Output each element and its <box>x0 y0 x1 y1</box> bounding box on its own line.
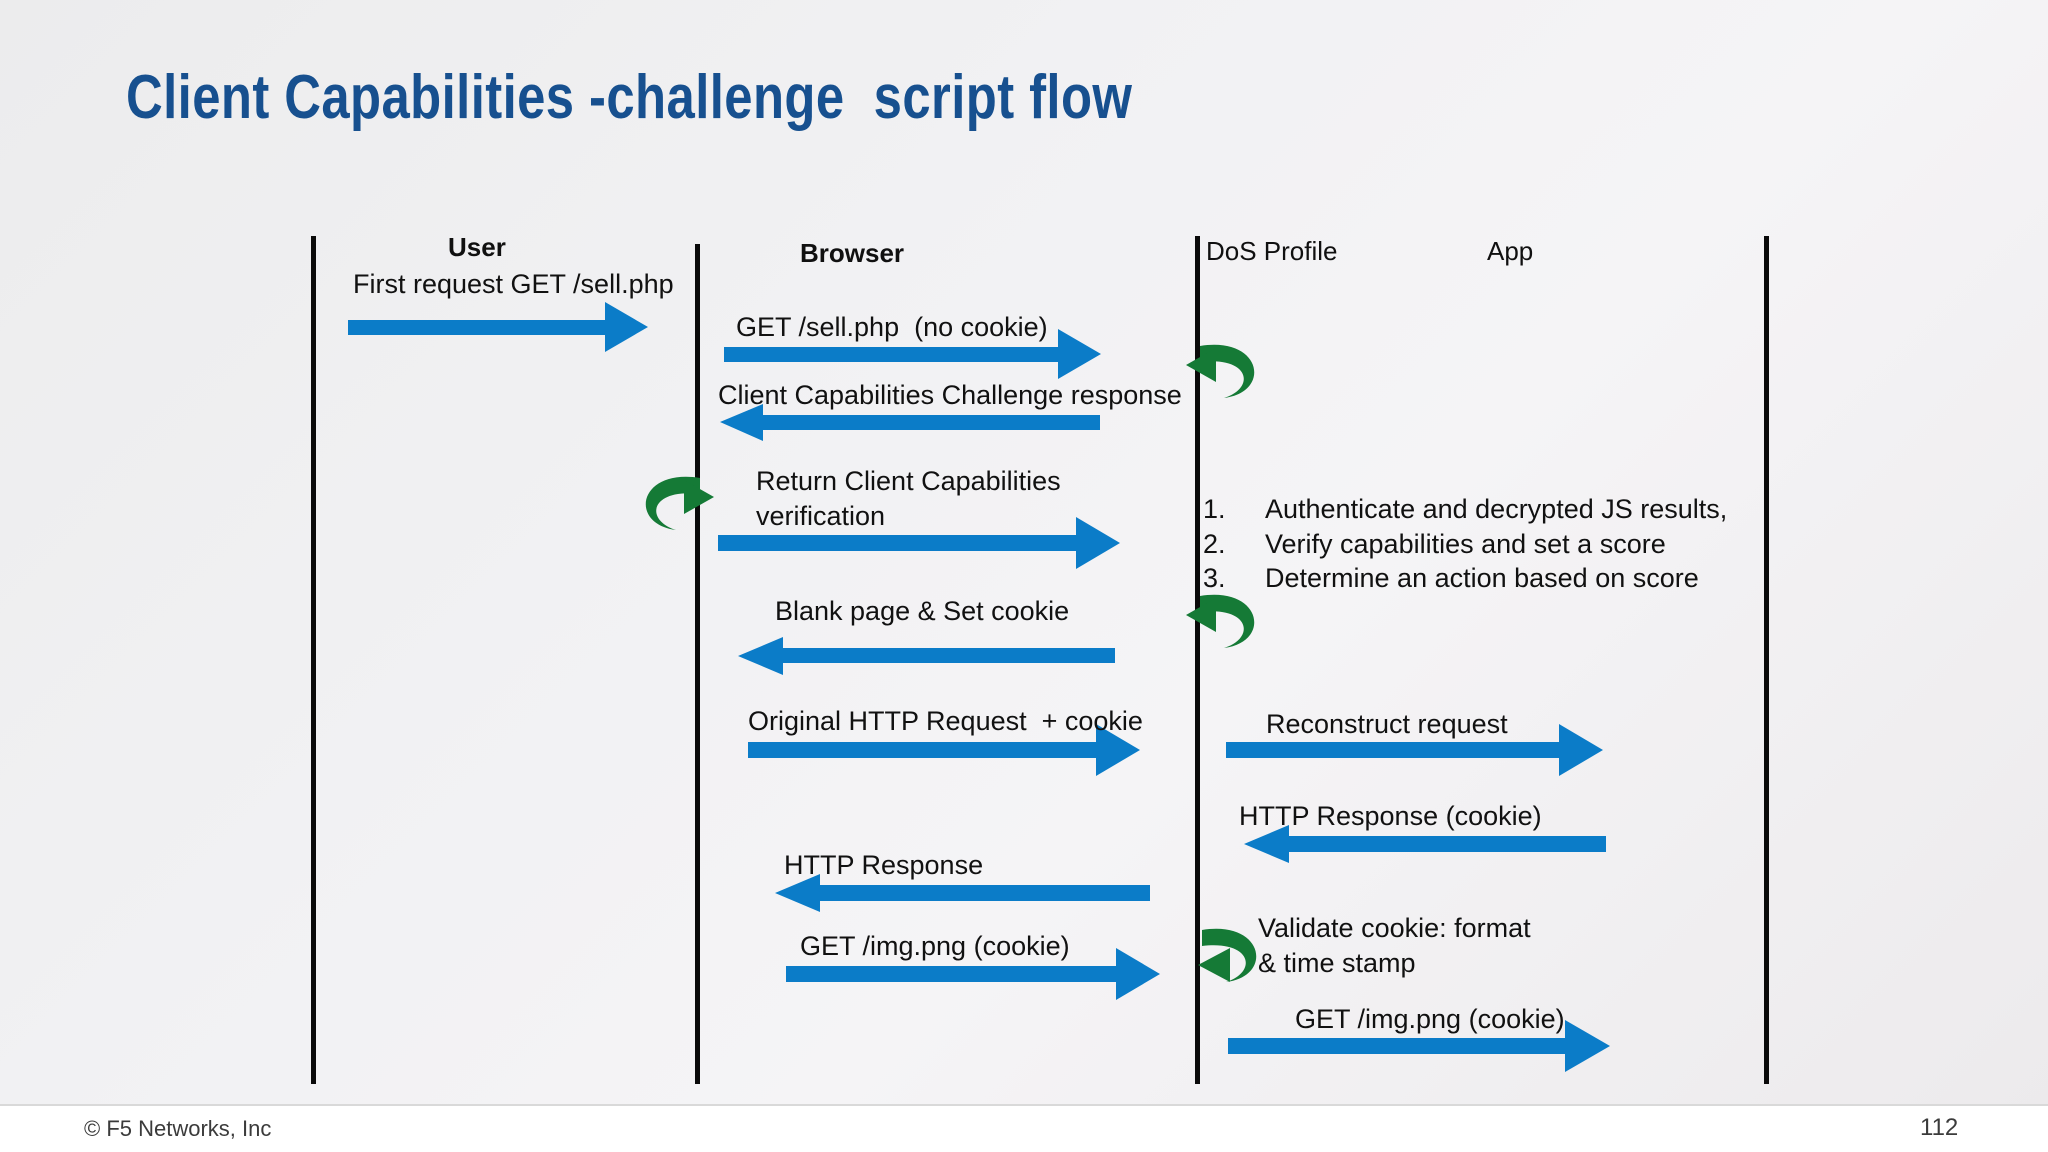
message-label-first-request: First request GET /sell.php <box>353 269 674 299</box>
arrow-get-sell-php <box>724 329 1101 379</box>
message-label-return-capabilities-line2: verification <box>756 501 886 531</box>
note-validate-cookie-line2: & time stamp <box>1258 948 1416 978</box>
arrow-first-request <box>348 302 648 352</box>
column-header-browser: Browser <box>800 238 905 268</box>
footer-copyright: © F5 Networks, Inc <box>84 1116 272 1141</box>
arrow-return-capabilities <box>718 517 1120 569</box>
step-item-3: 3. Determine an action based on score <box>1203 561 1727 596</box>
message-label-get-sell-php: GET /sell.php (no cookie) <box>736 312 1048 342</box>
lifeline-user <box>311 236 316 1084</box>
message-label-http-response: HTTP Response <box>784 850 984 880</box>
step-item-2: 2. Verify capabilities and set a score <box>1203 527 1727 562</box>
arrow-http-response-cookie <box>1244 825 1606 863</box>
step-item-1: 1. Authenticate and decrypted JS results… <box>1203 492 1727 527</box>
arrow-get-img-png-browser <box>786 948 1160 1000</box>
step-text-2: Verify capabilities and set a score <box>1265 528 1666 559</box>
self-loop-dos-action <box>1186 594 1255 648</box>
arrow-challenge-response <box>720 404 1100 441</box>
footer-divider <box>0 1104 2048 1106</box>
footer-page-number: 112 <box>1920 1114 1959 1141</box>
step-text-3: Determine an action based on score <box>1265 563 1699 594</box>
column-header-user: User <box>448 232 506 262</box>
lifeline-app <box>1764 236 1769 1084</box>
message-label-blank-page: Blank page & Set cookie <box>775 596 1070 626</box>
lifeline-dos-profile <box>1195 236 1200 1084</box>
column-header-dos-profile: DoS Profile <box>1206 236 1338 266</box>
arrow-blank-page-set-cookie <box>738 637 1115 675</box>
message-label-get-img-png-app: GET /img.png (cookie) <box>1295 1004 1565 1034</box>
note-validate-cookie-line1: Validate cookie: format <box>1258 913 1531 943</box>
self-loop-dos-validate <box>1198 928 1257 982</box>
lifeline-browser <box>695 244 700 1084</box>
footer-bar <box>0 1106 2048 1152</box>
arrow-http-response <box>775 874 1150 912</box>
column-header-app: App <box>1487 236 1534 266</box>
message-label-reconstruct-request: Reconstruct request <box>1266 709 1508 739</box>
arrow-reconstruct-request <box>1226 724 1603 776</box>
message-label-challenge-response: Client Capabilities Challenge response <box>718 380 1182 410</box>
self-loop-dos-challenge <box>1186 344 1255 398</box>
step-number-3: 3. <box>1203 563 1226 594</box>
arrow-get-img-png-app <box>1228 1020 1610 1072</box>
message-label-http-response-cookie: HTTP Response (cookie) <box>1239 801 1542 831</box>
message-label-original-http-request: Original HTTP Request + cookie <box>748 706 1143 736</box>
message-label-return-capabilities-line1: Return Client Capabilities <box>756 466 1061 496</box>
step-number-1: 1. <box>1203 494 1226 524</box>
arrow-original-http-request <box>748 724 1140 776</box>
self-loop-browser-verify <box>645 476 714 530</box>
message-label-get-img-png-browser: GET /img.png (cookie) <box>800 931 1070 961</box>
dos-profile-step-list: 1. Authenticate and decrypted JS results… <box>1203 492 1727 596</box>
step-text-1: Authenticate and decrypted JS results, <box>1265 494 1728 524</box>
page-title: Client Capabilities -challenge script fl… <box>126 63 1133 132</box>
step-number-2: 2. <box>1203 528 1226 559</box>
